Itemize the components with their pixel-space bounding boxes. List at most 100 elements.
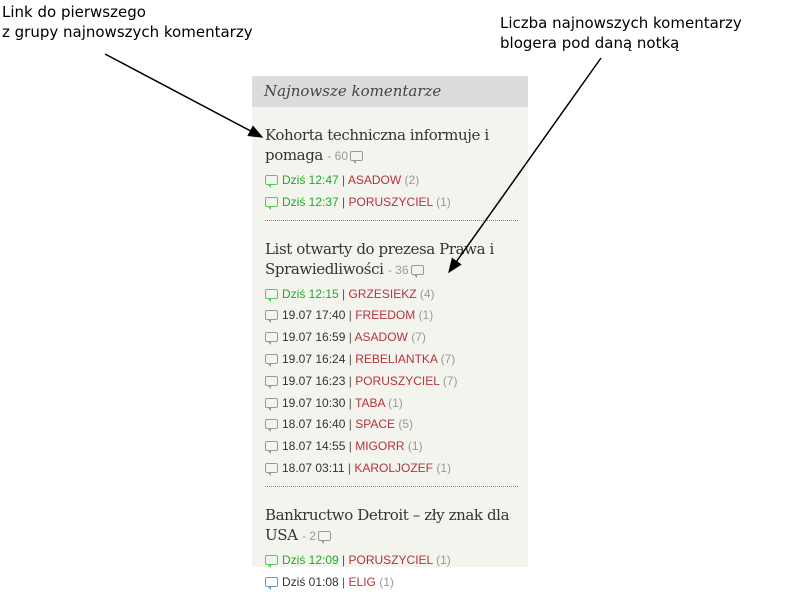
comment-time[interactable]: 18.07 14:55 bbox=[282, 439, 346, 454]
arrow-left bbox=[104, 53, 264, 138]
comment-row[interactable]: Dziś 12:15 | GRZESIEKZ (4) bbox=[265, 284, 518, 306]
comment-bubble-icon bbox=[410, 264, 424, 278]
comment-time[interactable]: 19.07 16:23 bbox=[282, 373, 346, 388]
separator: | bbox=[348, 373, 352, 388]
annotation-line: blogera pod daną notką bbox=[500, 34, 680, 52]
blogger-comment-count: (7) bbox=[440, 351, 456, 366]
comment-count: - 2 bbox=[301, 528, 335, 544]
annotation-line: z grupy najnowszych komentarzy bbox=[2, 23, 253, 41]
comment-row[interactable]: 18.07 03:11 | KAROLJOZEF (1) bbox=[265, 458, 518, 480]
blogger-comment-count: (7) bbox=[411, 330, 426, 345]
comment-row[interactable]: Dziś 01:08 | ELIG (1) bbox=[265, 572, 518, 593]
separator: | bbox=[348, 308, 352, 323]
comment-row[interactable]: 19.07 16:23 | PORUSZYCIEL (7) bbox=[265, 371, 518, 393]
arrow-right bbox=[448, 57, 602, 274]
blogger-comment-count: (1) bbox=[407, 439, 423, 454]
comment-time[interactable]: 19.07 17:40 bbox=[282, 308, 346, 323]
comment-bubble-icon bbox=[265, 397, 278, 411]
blogger-comment-count: (5) bbox=[398, 417, 414, 432]
blogger-comment-count: (2) bbox=[404, 173, 420, 187]
comment-bubble-icon bbox=[265, 353, 278, 367]
comment-row[interactable]: 19.07 16:24 | REBELIANTKA (7) bbox=[265, 349, 518, 371]
comment-bubble-icon bbox=[265, 175, 278, 188]
blogger-link[interactable]: KAROLJOZEF bbox=[354, 460, 434, 475]
comment-time[interactable]: 18.07 16:40 bbox=[282, 417, 346, 432]
comment-bubble-icon bbox=[265, 554, 278, 568]
comment-bubble-icon bbox=[265, 462, 278, 476]
blogger-link[interactable]: PORUSZYCIEL bbox=[348, 552, 433, 567]
post-title-link[interactable]: Kohorta techniczna informuje i pomaga - … bbox=[265, 125, 518, 166]
comment-row[interactable]: 19.07 10:30 | TABA (1) bbox=[265, 393, 518, 415]
comment-count-value: - 2 bbox=[301, 528, 316, 543]
blogger-comment-count: (1) bbox=[436, 194, 451, 209]
comment-count-value: - 60 bbox=[327, 149, 349, 163]
comment-time[interactable]: 19.07 16:24 bbox=[282, 351, 346, 366]
comment-row[interactable]: 19.07 16:59 | ASADOW (7) bbox=[265, 327, 518, 349]
post-group: Kohorta techniczna informuje i pomaga - … bbox=[252, 125, 528, 214]
comment-bubble-icon bbox=[265, 196, 278, 210]
blogger-link[interactable]: REBELIANTKA bbox=[355, 351, 438, 366]
comment-time[interactable]: 19.07 16:59 bbox=[282, 330, 346, 345]
comment-row[interactable]: 18.07 14:55 | MIGORR (1) bbox=[265, 436, 518, 458]
separator: | bbox=[348, 351, 352, 366]
blogger-link[interactable]: FREEDOM bbox=[355, 308, 416, 323]
comment-row[interactable]: 19.07 17:40 | FREEDOM (1) bbox=[265, 305, 518, 327]
comment-row[interactable]: Dziś 12:09 | PORUSZYCIEL (1) bbox=[265, 550, 518, 572]
blogger-link[interactable]: ASADOW bbox=[354, 330, 408, 345]
separator: | bbox=[348, 395, 352, 410]
blogger-link[interactable]: PORUSZYCIEL bbox=[355, 373, 440, 388]
comment-time[interactable]: Dziś 12:37 bbox=[282, 194, 339, 209]
comment-bubble-icon bbox=[265, 310, 278, 324]
divider bbox=[265, 485, 518, 487]
comment-count-value: - 36 bbox=[387, 262, 409, 277]
comment-row[interactable]: Dziś 12:37 | PORUSZYCIEL (1) bbox=[265, 192, 518, 214]
comment-row[interactable]: 18.07 16:40 | SPACE (5) bbox=[265, 414, 518, 436]
comment-bubble-icon bbox=[265, 441, 278, 455]
separator: | bbox=[347, 460, 351, 475]
blogger-link[interactable]: ASADOW bbox=[347, 173, 402, 187]
separator: | bbox=[348, 330, 352, 345]
separator: | bbox=[342, 194, 346, 209]
blogger-comment-count: (7) bbox=[442, 373, 458, 388]
comment-time[interactable]: 18.07 03:11 bbox=[282, 460, 345, 475]
blogger-comment-count: (1) bbox=[379, 574, 394, 589]
post-title[interactable]: List otwarty do prezesa Prawa i Sprawied… bbox=[265, 239, 494, 278]
blogger-link[interactable]: MIGORR bbox=[355, 439, 405, 454]
annotation-line: Link do pierwszego bbox=[2, 3, 146, 21]
separator: | bbox=[342, 552, 346, 567]
blogger-link[interactable]: ELIG bbox=[348, 574, 376, 589]
blogger-link[interactable]: PORUSZYCIEL bbox=[348, 194, 433, 209]
comment-time[interactable]: Dziś 12:09 bbox=[282, 552, 339, 567]
blogger-link[interactable]: TABA bbox=[355, 395, 385, 410]
post-title-link[interactable]: List otwarty do prezesa Prawa i Sprawied… bbox=[265, 239, 518, 280]
separator: | bbox=[348, 439, 352, 454]
comment-bubble-icon bbox=[265, 288, 278, 302]
comment-count: - 60 bbox=[327, 149, 367, 164]
separator: | bbox=[342, 286, 346, 301]
annotation-left: Link do pierwszego z grupy najnowszych k… bbox=[2, 2, 253, 42]
comment-bubble-icon bbox=[265, 576, 278, 590]
post-title[interactable]: Bankructwo Detroit – zły znak dla USA bbox=[265, 505, 510, 544]
comment-time[interactable]: Dziś 01:08 bbox=[282, 574, 339, 589]
blogger-link[interactable]: GRZESIEKZ bbox=[348, 286, 417, 301]
annotation-right: Liczba najnowszych komentarzy blogera po… bbox=[500, 13, 742, 53]
annotation-line: Liczba najnowszych komentarzy bbox=[500, 14, 742, 32]
comment-bubble-icon bbox=[265, 332, 278, 346]
comment-bubble-icon bbox=[265, 375, 278, 389]
separator: | bbox=[348, 417, 352, 432]
blogger-comment-count: (1) bbox=[436, 460, 452, 475]
comment-row[interactable]: Dziś 12:47 | ASADOW (2) bbox=[265, 170, 518, 192]
comment-bubble-icon bbox=[317, 530, 331, 544]
comment-time[interactable]: 19.07 10:30 bbox=[282, 395, 346, 410]
separator: | bbox=[342, 173, 346, 187]
comment-time[interactable]: Dziś 12:47 bbox=[282, 173, 339, 187]
comment-bubble-icon bbox=[265, 419, 278, 433]
blogger-comment-count: (4) bbox=[419, 286, 435, 301]
divider bbox=[265, 219, 518, 221]
blogger-link[interactable]: SPACE bbox=[355, 417, 396, 432]
annotation-arrows bbox=[104, 53, 602, 274]
comment-time[interactable]: Dziś 12:15 bbox=[282, 286, 339, 301]
blogger-comment-count: (1) bbox=[436, 552, 451, 567]
post-title-link[interactable]: Bankructwo Detroit – zły znak dla USA - … bbox=[265, 505, 518, 546]
post-title[interactable]: Kohorta techniczna informuje i pomaga bbox=[265, 126, 489, 164]
